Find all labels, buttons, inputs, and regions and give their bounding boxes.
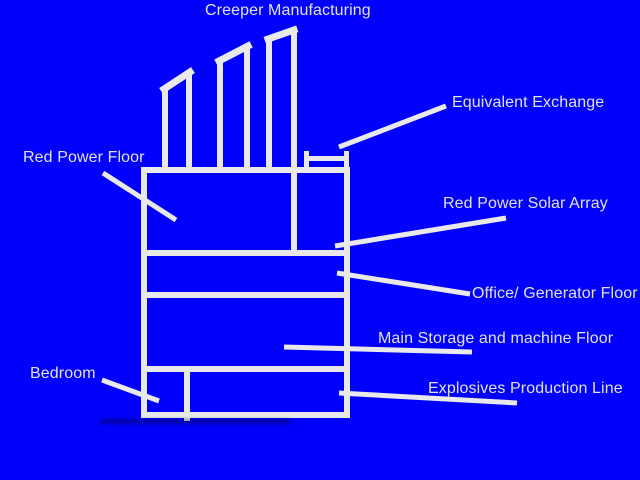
chimney-2-left: [217, 58, 223, 170]
chimney-3-right: [291, 27, 297, 170]
roof-structure-bar: [304, 156, 349, 161]
chimney-1-right: [186, 70, 192, 170]
leader-equivalent-exchange: [338, 103, 447, 150]
chimney-1-left: [162, 86, 168, 170]
floor-divider-redpower-bottom: [141, 250, 350, 256]
label-bedroom: Bedroom: [30, 365, 96, 382]
leader-red-power-floor: [101, 170, 178, 223]
label-red-power-solar-array: Red Power Solar Array: [443, 195, 608, 212]
chimney-1-top: [159, 67, 195, 94]
bottom-smudge-artifact: [100, 419, 290, 424]
bedroom-divider: [184, 366, 190, 421]
label-creeper-manufacturing: Creeper Manufacturing: [205, 2, 371, 19]
chimney-2-right: [244, 44, 250, 170]
chimney-3-top: [263, 25, 299, 44]
wall-bottom: [141, 412, 350, 418]
floor-divider-storage-bottom: [141, 366, 350, 372]
leader-main-storage: [283, 344, 473, 355]
label-office-generator-floor: Office/ Generator Floor: [472, 285, 638, 302]
chimney-3-left: [266, 36, 272, 170]
label-main-storage-floor: Main Storage and machine Floor: [378, 330, 614, 347]
chimney-2-top: [214, 41, 253, 66]
leader-red-power-solar-array: [334, 215, 507, 249]
label-equivalent-exchange: Equivalent Exchange: [452, 94, 605, 111]
leader-explosives: [338, 390, 518, 406]
leader-bedroom: [101, 377, 160, 404]
leader-office-generator: [336, 270, 471, 297]
label-explosives-production-line: Explosives Production Line: [428, 380, 623, 397]
wall-roof: [141, 167, 350, 173]
solar-array-divider: [291, 167, 297, 256]
label-red-power-floor: Red Power Floor: [23, 149, 145, 166]
floor-divider-office-bottom: [141, 292, 350, 298]
